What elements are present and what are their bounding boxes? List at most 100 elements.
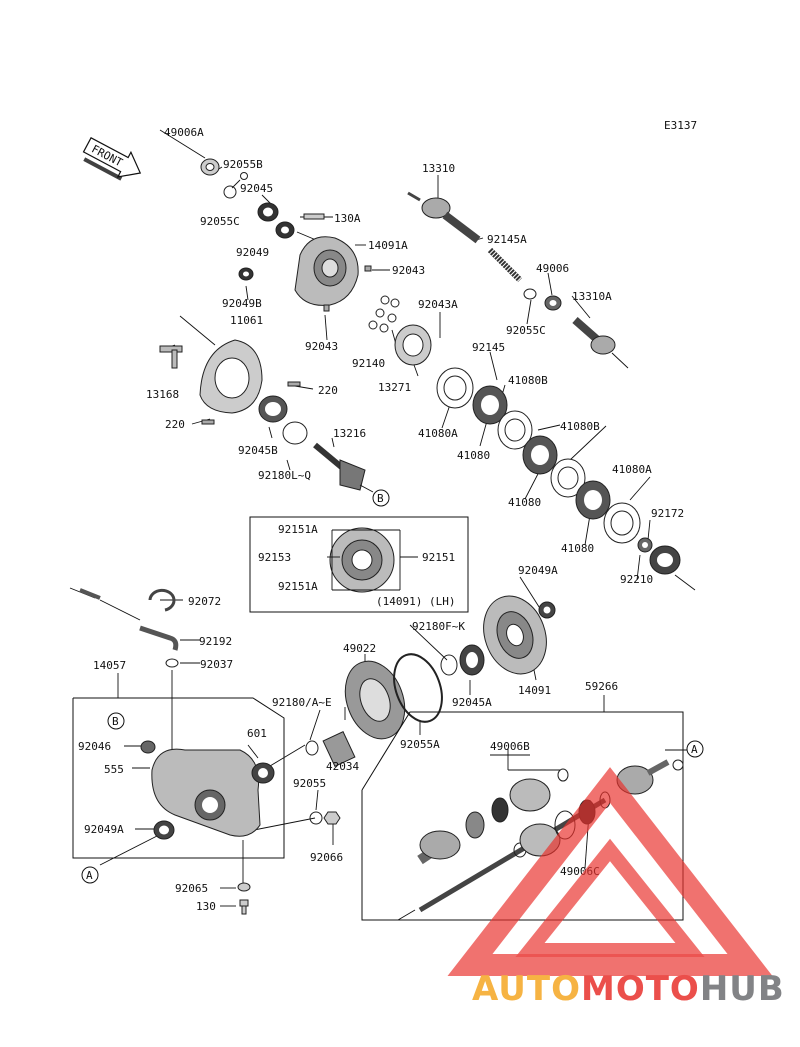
label-41080B-a: 41080B	[508, 374, 548, 387]
label-92046: 92046	[78, 740, 111, 753]
label-13310: 13310	[422, 162, 455, 175]
part-92049	[275, 221, 295, 239]
label-14091LH: (14091) (LH)	[376, 595, 455, 608]
part-92043-b	[323, 304, 330, 312]
part-92049B	[238, 267, 254, 281]
part-92065	[237, 882, 251, 892]
part-92180FK	[440, 654, 458, 676]
label-41080B-b: 41080B	[560, 420, 600, 433]
leader-lines-inset	[327, 529, 418, 591]
label-130: 130	[196, 900, 216, 913]
part-13216	[313, 442, 366, 491]
part-92046	[140, 740, 156, 754]
label-92049A-top: 92049A	[518, 564, 558, 577]
label-92172: 92172	[651, 507, 684, 520]
label-92037: 92037	[200, 658, 233, 671]
part-14091-lh	[329, 527, 395, 593]
part-92045-top	[257, 202, 279, 222]
part-49006A	[200, 158, 220, 176]
part-220-a	[287, 381, 301, 387]
watermark-triangle-icon	[447, 767, 773, 976]
label-59266: 59266	[585, 680, 618, 693]
part-92172	[649, 545, 681, 575]
part-92072-rod	[79, 588, 101, 600]
label-14091: 14091	[518, 684, 551, 697]
part-14091A	[294, 236, 359, 306]
part-13168	[159, 345, 183, 369]
leader-lines-mid-left	[69, 587, 200, 698]
label-92180LQ: 92180L~Q	[258, 469, 311, 482]
label-49022: 49022	[343, 642, 376, 655]
leader-b-top	[359, 484, 374, 493]
svg-text:B: B	[377, 492, 384, 505]
label-92153: 92153	[258, 551, 291, 564]
label-92043A: 92043A	[418, 298, 458, 311]
part-59266-outer-joint	[419, 768, 569, 860]
part-41080A-a	[436, 367, 474, 409]
part-41080B-a	[497, 410, 533, 450]
part-13310	[407, 191, 481, 244]
watermark-logo: AUTOMOTOHUB	[447, 767, 785, 1009]
part-92055-bot	[309, 811, 323, 825]
label-92145A: 92145A	[487, 233, 527, 246]
label-220-a: 220	[318, 384, 338, 397]
leader-lines-top-right	[391, 175, 651, 581]
leader-shaft-end	[397, 909, 416, 921]
part-130	[239, 899, 249, 915]
label-13168: 13168	[146, 388, 179, 401]
part-92037	[165, 658, 179, 668]
label-41080-b: 41080	[508, 496, 541, 509]
label-49006B: 49006B	[490, 740, 530, 753]
part-42034	[322, 730, 356, 768]
label-555: 555	[104, 763, 124, 776]
watermark-hub: HUB	[700, 969, 785, 1009]
part-92192	[139, 625, 179, 651]
label-220-b: 220	[165, 418, 185, 431]
watermark-auto: AUTO	[472, 969, 581, 1009]
part-92055C-mid	[523, 288, 537, 300]
label-41080-a: 41080	[457, 449, 490, 462]
part-92180LQ	[282, 421, 308, 445]
part-92140	[368, 295, 400, 333]
part-13271	[394, 324, 432, 366]
label-11061: 11061	[230, 314, 263, 327]
label-14057: 14057	[93, 659, 126, 672]
label-130A: 130A	[334, 212, 361, 225]
label-92180FK: 92180F~K	[412, 620, 465, 633]
front-arrow-icon: FRONT	[82, 136, 142, 181]
housing-group-box	[72, 697, 285, 859]
callout-A-right: A	[686, 740, 704, 758]
svg-text:A: A	[691, 743, 698, 756]
label-13271: 13271	[378, 381, 411, 394]
part-92045B	[258, 395, 288, 423]
part-41080-b	[522, 435, 558, 475]
part-14057	[151, 748, 261, 837]
leader-lines-housing	[99, 670, 334, 907]
label-92045-top: 92045	[240, 182, 273, 195]
watermark-moto: MOTO	[581, 969, 700, 1009]
label-42034: 42034	[326, 760, 359, 773]
part-92043-a	[364, 265, 372, 272]
part-92180AE	[305, 740, 319, 756]
callout-B-left: B	[107, 712, 125, 730]
label-41080A-b: 41080A	[612, 463, 652, 476]
label-92055C-top: 92055C	[200, 215, 240, 228]
label-13310A: 13310A	[572, 290, 612, 303]
label-92055-bot: 92055	[293, 777, 326, 790]
part-92066	[323, 811, 341, 825]
label-92045B: 92045B	[238, 444, 278, 457]
label-92055B: 92055B	[223, 158, 263, 171]
watermark-text: AUTOMOTOHUB	[472, 969, 785, 1009]
label-601: 601	[247, 727, 267, 740]
label-92140: 92140	[352, 357, 385, 370]
part-130A	[303, 213, 325, 220]
label-92049A-bot: 92049A	[84, 823, 124, 836]
part-92055A	[393, 653, 443, 723]
part-14091	[483, 595, 547, 675]
part-41080B-b	[550, 458, 586, 498]
part-92055B	[240, 172, 248, 180]
part-92049A-bot	[153, 820, 175, 840]
part-92072	[148, 588, 176, 612]
part-49006	[544, 295, 562, 311]
